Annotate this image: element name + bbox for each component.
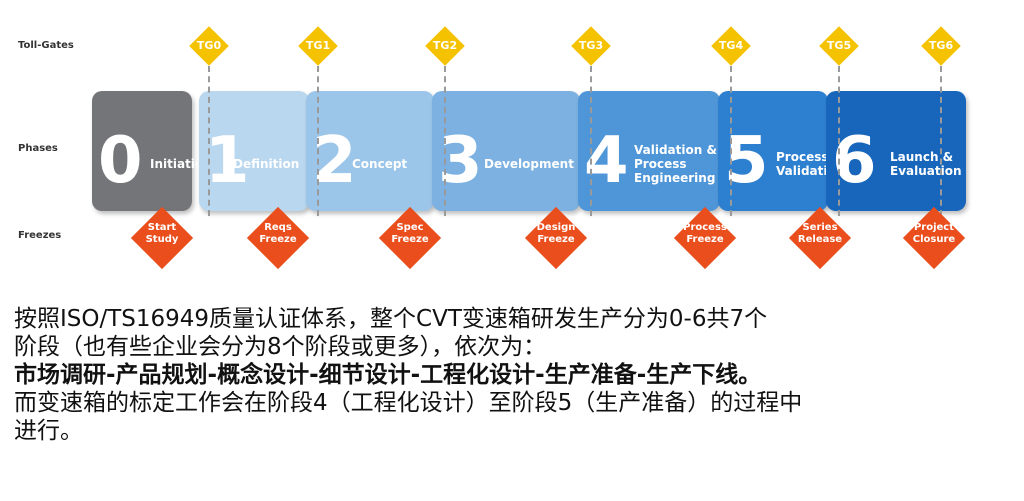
toll-gate-tg3: TG3: [571, 26, 611, 66]
phase-name: Concept: [352, 157, 408, 171]
description-line-4: 而变速箱的标定工作会在阶段4（工程化设计）至阶段5（生产准备）的过程中: [14, 390, 803, 416]
gate-label: TG2: [432, 39, 458, 52]
gate-connector-line: [590, 66, 592, 216]
gate-label: TG1: [305, 39, 331, 52]
toll-gate-tg2: TG2: [425, 26, 465, 66]
gate-connector-line: [940, 66, 942, 216]
phase-0: 0 Initiation: [92, 91, 212, 211]
description-text: 按照ISO/TS16949质量认证体系，整个CVT变速箱研发生产分为0-6共7个…: [14, 305, 1014, 445]
gate-label: TG3: [578, 39, 604, 52]
gate-connector-line: [730, 66, 732, 216]
description-line-1: 按照ISO/TS16949质量认证体系，整个CVT变速箱研发生产分为0-6共7个: [14, 306, 768, 332]
phase-name: Initiation: [150, 157, 212, 171]
toll-gate-tg6: TG6: [921, 26, 961, 66]
toll-gate-tg1: TG1: [298, 26, 338, 66]
phase-number: 0: [98, 124, 143, 198]
gate-connector-line: [838, 66, 840, 216]
gate-connector-line: [208, 66, 210, 216]
gate-connector-line: [317, 66, 319, 216]
toll-gate-tg5: TG5: [819, 26, 859, 66]
description-line-3-bold: 市场调研-产品规划-概念设计-细节设计-工程化设计-生产准备-生产下线。: [14, 362, 762, 388]
row-label-freezes: Freezes: [18, 230, 62, 241]
description-line-5: 进行。: [14, 418, 83, 444]
phase-name: Definition: [233, 157, 300, 171]
gate-label: TG4: [718, 39, 744, 52]
gate-label: TG5: [826, 39, 852, 52]
toll-gate-tg4: TG4: [711, 26, 751, 66]
toll-gate-tg0: TG0: [189, 26, 229, 66]
phase-number: 1: [205, 124, 250, 198]
phase-name: Launch &Evaluation: [890, 150, 962, 178]
gate-label: TG6: [928, 39, 954, 52]
phase-number: 2: [312, 124, 357, 198]
row-label-phases: Phases: [18, 143, 58, 154]
description-line-2: 阶段（也有些企业会分为8个阶段或更多），依次为：: [14, 334, 547, 360]
row-label-toll-gates: Toll-Gates: [18, 40, 74, 51]
gate-label: TG0: [196, 39, 222, 52]
phase-name: Development: [484, 157, 574, 171]
gate-connector-line: [444, 66, 446, 216]
